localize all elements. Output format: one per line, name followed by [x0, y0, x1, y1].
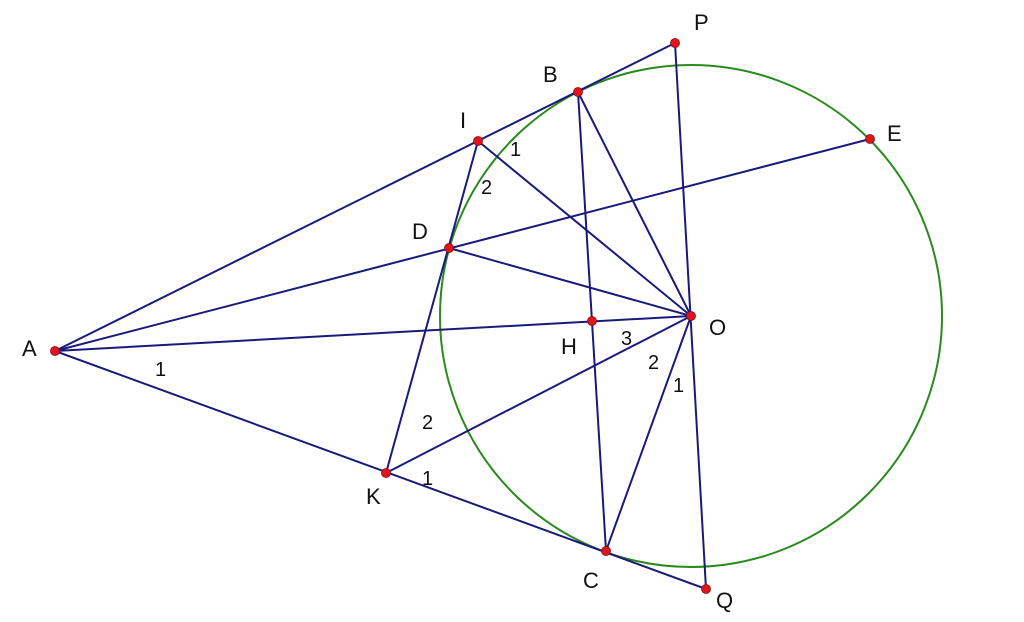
- label-i: I: [460, 108, 466, 133]
- label-e: E: [887, 121, 902, 146]
- point-p: [670, 38, 680, 48]
- point-a: [50, 346, 60, 356]
- label-k: K: [366, 484, 381, 509]
- point-o: [686, 311, 696, 321]
- point-e: [865, 134, 875, 144]
- point-q: [701, 584, 711, 594]
- angle-mark-a1: 1: [155, 359, 166, 381]
- segment-a-q: [54, 350, 707, 590]
- label-q: Q: [716, 588, 733, 613]
- label-b: B: [543, 62, 558, 87]
- angle-mark-i1: 1: [510, 139, 521, 161]
- segment-a-o: [54, 315, 692, 352]
- point-h: [587, 316, 597, 326]
- label-a: A: [22, 336, 37, 361]
- label-p: P: [694, 10, 709, 35]
- label-c: C: [583, 568, 599, 593]
- segment-d-o: [448, 247, 692, 317]
- segment-a-p: [54, 42, 676, 352]
- angle-mark-o3: 3: [621, 328, 632, 350]
- point-labels: A P B I E D H O K C Q: [22, 10, 902, 613]
- angle-mark-i2: 2: [481, 177, 492, 199]
- angle-mark-k2: 2: [422, 412, 433, 434]
- angle-mark-k1: 1: [422, 468, 433, 490]
- segment-i-o: [477, 140, 692, 317]
- point-b: [573, 87, 583, 97]
- segments: [54, 42, 871, 590]
- angle-mark-o2: 2: [648, 352, 659, 374]
- circle-o: [439, 64, 943, 568]
- segment-a-e: [54, 138, 871, 352]
- point-c: [601, 546, 611, 556]
- angle-marks: 1 1 2 1 2 1 2 3: [155, 139, 684, 490]
- point-d: [444, 243, 454, 253]
- label-o: O: [709, 315, 726, 340]
- segment-k-o: [385, 315, 692, 474]
- label-d: D: [412, 219, 428, 244]
- segment-b-o: [577, 91, 692, 317]
- point-i: [473, 136, 483, 146]
- point-k: [381, 468, 391, 478]
- segment-c-o: [605, 315, 692, 552]
- angle-mark-o1: 1: [673, 375, 684, 397]
- segment-i-k: [385, 140, 479, 474]
- label-h: H: [561, 334, 577, 359]
- points: [50, 38, 875, 594]
